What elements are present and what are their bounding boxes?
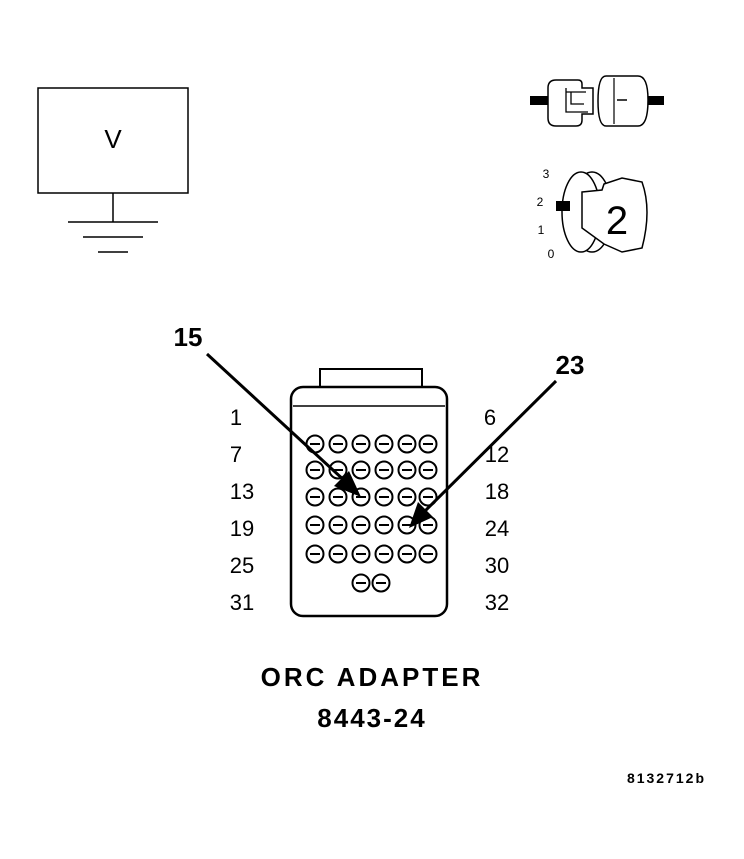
pin-socket (374, 434, 394, 454)
pin-socket (371, 573, 391, 593)
pin-socket (374, 515, 394, 535)
row-label-right: 12 (485, 442, 509, 467)
pin-socket (418, 460, 438, 480)
pin-socket (328, 487, 348, 507)
pin-socket (397, 487, 417, 507)
callout-pin-23: 23 (556, 350, 585, 380)
row-label-right: 32 (485, 590, 509, 615)
adapter-latch (319, 368, 423, 389)
row-label-left: 13 (230, 479, 254, 504)
row-label-left: 19 (230, 516, 254, 541)
ignition-switch-icon: 3 2 1 0 2 (537, 167, 648, 261)
row-label-left: 7 (230, 442, 242, 467)
row-label-right: 6 (484, 405, 496, 430)
callout-arrow-23 (409, 379, 558, 528)
pin-socket (351, 460, 371, 480)
voltmeter-label: V (104, 124, 122, 154)
pin-socket (305, 460, 325, 480)
pin-socket (374, 460, 394, 480)
pin-socket (374, 487, 394, 507)
adapter-title: ORC ADAPTER (261, 662, 484, 692)
figure-id: 8132712b (627, 770, 706, 786)
ignition-position-2: 2 (537, 195, 544, 209)
pin-socket (374, 544, 394, 564)
orc-adapter-connector (289, 368, 449, 618)
pin-socket (305, 544, 325, 564)
row-label-right: 24 (485, 516, 509, 541)
row-label-left: 25 (230, 553, 254, 578)
pin-socket (328, 460, 348, 480)
row-labels-left: 1 7 13 19 25 31 (230, 405, 254, 615)
callout-pin-15: 15 (174, 322, 203, 352)
pin-socket (418, 544, 438, 564)
pin-socket (328, 515, 348, 535)
pin-socket (328, 434, 348, 454)
pin-socket (418, 434, 438, 454)
ignition-key-position: 2 (606, 199, 628, 243)
pin-socket (305, 515, 325, 535)
ignition-position-3: 3 (543, 167, 550, 181)
adapter-pin-array (305, 434, 438, 593)
ignition-position-1: 1 (538, 223, 545, 237)
adapter-part-number: 8443-24 (317, 703, 426, 733)
row-label-right: 30 (485, 553, 509, 578)
pin-socket (397, 544, 417, 564)
pin-socket (351, 515, 371, 535)
pin-socket (351, 434, 371, 454)
pin-socket (351, 544, 371, 564)
pin-socket (305, 487, 325, 507)
ignition-position-0: 0 (548, 247, 555, 261)
row-label-left: 1 (230, 405, 242, 430)
pin-socket (418, 487, 438, 507)
row-label-right: 18 (485, 479, 509, 504)
voltmeter-symbol: V (37, 87, 189, 253)
pin-socket (397, 434, 417, 454)
row-label-left: 31 (230, 590, 254, 615)
callout-arrow-15 (205, 352, 361, 497)
row-labels-right: 6 12 18 24 30 32 (484, 405, 509, 615)
pin-socket (397, 460, 417, 480)
pin-socket (328, 544, 348, 564)
connector-disconnected-icon (530, 75, 664, 127)
pin-socket (351, 573, 371, 593)
